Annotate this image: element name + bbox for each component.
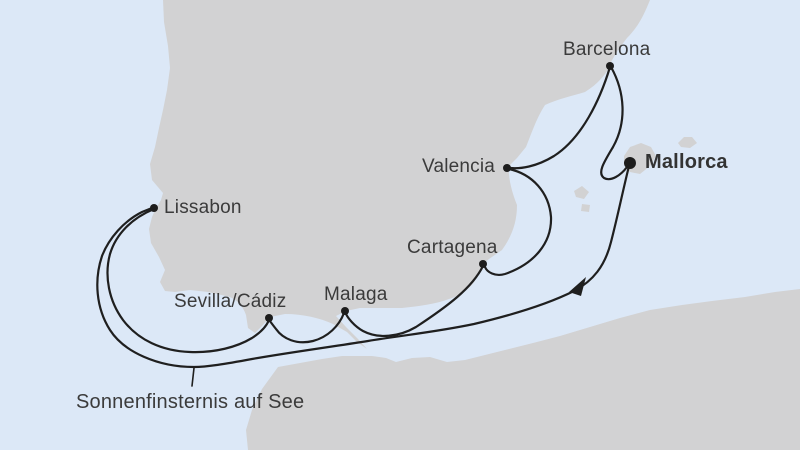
port-label-barcelona: Barcelona: [563, 39, 651, 60]
landmass-iberia: [149, 0, 650, 349]
port-dot-cartagena: [479, 260, 487, 268]
port-dot-sevilla-cadiz: [265, 314, 273, 322]
port-label-cartagena: Cartagena: [407, 237, 498, 258]
port-label-sevilla-cadiz: Sevilla/Cádiz: [174, 291, 287, 312]
route-leg-malaga-cadiz: [267, 311, 346, 344]
port-dot-mallorca: [624, 157, 636, 169]
route-leg-barcelona-valencia: [508, 65, 612, 170]
route-leg-lissabon-cadiz: [106, 207, 271, 354]
island-ibiza: [574, 186, 589, 199]
port-label-malaga: Malaga: [324, 284, 388, 305]
route-leg-valencia-cartagena: [483, 167, 553, 276]
port-dot-barcelona: [606, 62, 614, 70]
island-menorca: [678, 137, 697, 148]
landmass-africa: [246, 289, 800, 450]
port-dot-lissabon: [150, 204, 158, 212]
island-formentera: [581, 204, 590, 212]
route-leg-cartagena-malaga: [344, 264, 485, 337]
port-label-valencia: Valencia: [422, 156, 496, 177]
route-leg-barcelona-mallorca: [600, 65, 629, 181]
route-leg-mallorca-eclipse-lissabon: [96, 164, 631, 369]
route-direction-arrowhead: [569, 277, 586, 296]
port-dot-valencia: [503, 164, 511, 172]
annotation-sonnenfinsternis: Sonnenfinsternis auf See: [76, 391, 305, 413]
port-dot-malaga: [341, 307, 349, 315]
annotation-leader-line: [191, 367, 195, 387]
port-label-mallorca: Mallorca: [645, 151, 728, 173]
port-label-lissabon: Lissabon: [164, 197, 242, 218]
